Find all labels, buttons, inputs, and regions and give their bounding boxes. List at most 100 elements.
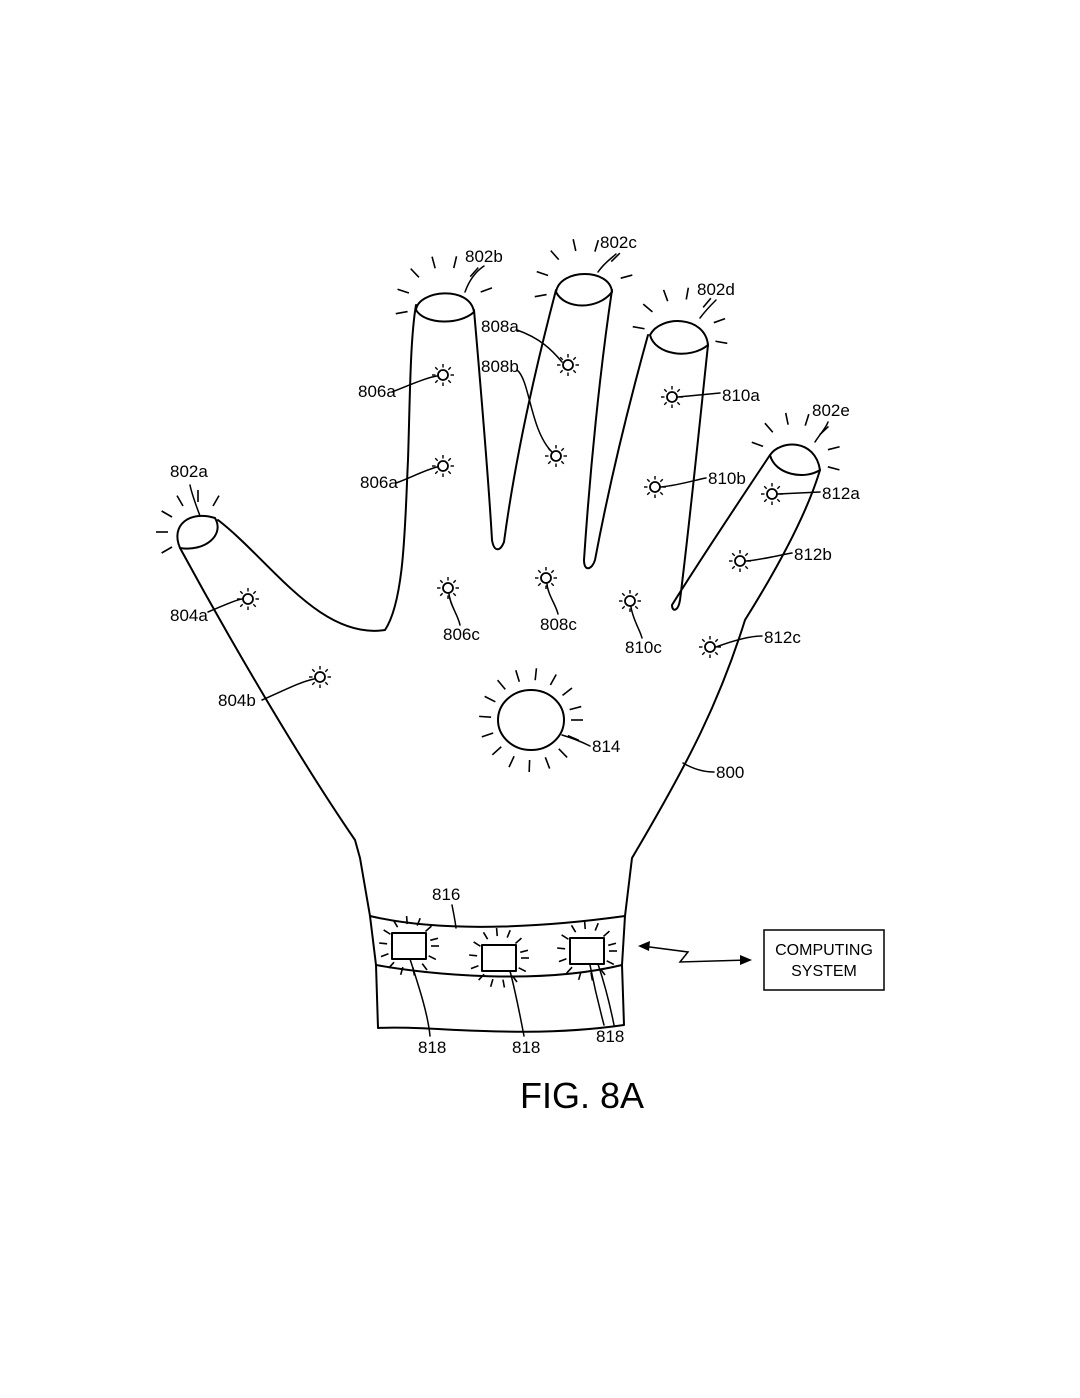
- ray: [481, 732, 494, 738]
- ray: [469, 954, 478, 957]
- ray: [714, 638, 719, 643]
- ray: [544, 757, 551, 769]
- ray: [239, 603, 244, 608]
- ray: [569, 705, 582, 711]
- label-802a: 802a: [170, 462, 208, 481]
- ray: [646, 491, 651, 496]
- arrowhead-left: [638, 941, 650, 951]
- ray: [572, 369, 577, 374]
- ray: [388, 961, 395, 969]
- label-804a: 804a: [170, 606, 208, 625]
- ray: [311, 681, 316, 686]
- ray: [610, 252, 621, 263]
- ray: [439, 592, 444, 597]
- ray: [713, 317, 726, 324]
- ray: [558, 958, 567, 963]
- label-806a-lower: 806a: [360, 473, 398, 492]
- ray: [452, 256, 458, 269]
- ray: [508, 755, 515, 768]
- label-808c: 808c: [540, 615, 577, 634]
- light-bulb-icon: [734, 555, 746, 567]
- light-bulb-icon: [540, 572, 552, 584]
- arrowhead-right: [740, 955, 752, 965]
- ray: [550, 582, 555, 587]
- label-808a: 808a: [481, 317, 519, 336]
- light-rays: [156, 239, 840, 988]
- leader-lines: [189, 253, 829, 1037]
- light-icon: [729, 550, 751, 572]
- ray: [559, 369, 564, 374]
- ray: [410, 268, 420, 278]
- ray: [434, 366, 439, 371]
- light-bulb-icon: [649, 481, 661, 493]
- ray: [784, 412, 789, 425]
- ray: [646, 478, 651, 483]
- ray: [392, 919, 399, 928]
- ray: [537, 582, 542, 587]
- ray: [452, 592, 457, 597]
- light-icon: [432, 455, 454, 477]
- ray: [239, 590, 244, 595]
- ray: [470, 965, 479, 970]
- ray: [161, 510, 173, 518]
- computing-system-line1: COMPUTING: [775, 942, 873, 959]
- ray: [602, 930, 610, 938]
- ray: [416, 917, 421, 926]
- label-802e: 802e: [812, 401, 850, 420]
- thumb-tip: [176, 514, 219, 550]
- ray: [383, 929, 391, 935]
- ray: [827, 466, 840, 471]
- ray: [434, 470, 439, 475]
- light-bulb-icon: [666, 391, 678, 403]
- ray: [634, 605, 639, 610]
- ray: [518, 967, 527, 973]
- ray: [424, 925, 432, 933]
- ray: [751, 441, 764, 448]
- label-818-middle: 818: [512, 1038, 540, 1057]
- ray: [566, 966, 573, 974]
- ray: [744, 565, 749, 570]
- label-814: 814: [592, 737, 620, 756]
- ray: [572, 239, 577, 252]
- light-bulb-icon: [550, 450, 562, 462]
- ray: [621, 592, 626, 597]
- ray: [473, 941, 481, 947]
- figure-title: FIG. 8A: [520, 1075, 644, 1116]
- cuff: [375, 964, 625, 1033]
- label-806a-upper: 806a: [358, 382, 396, 401]
- ray: [549, 674, 557, 686]
- pinky-tip: [769, 443, 821, 476]
- ray: [534, 668, 538, 681]
- light-icon: [619, 590, 641, 612]
- ray: [763, 498, 768, 503]
- ray: [659, 491, 664, 496]
- ray: [764, 422, 774, 433]
- ray: [478, 973, 485, 981]
- label-818-left: 818: [418, 1038, 446, 1057]
- ray: [662, 289, 669, 302]
- ray: [311, 668, 316, 673]
- light-bulb-icon: [437, 369, 449, 381]
- ray: [547, 460, 552, 465]
- light-bulb-icon: [314, 671, 326, 683]
- label-802d: 802d: [697, 280, 735, 299]
- label-800: 800: [716, 763, 744, 782]
- ray: [701, 651, 706, 656]
- ray: [776, 485, 781, 490]
- ray: [550, 569, 555, 574]
- ray: [561, 934, 569, 940]
- ray: [663, 401, 668, 406]
- ray: [212, 495, 220, 507]
- ray: [399, 966, 404, 976]
- label-816: 816: [432, 885, 460, 904]
- ray: [479, 715, 492, 719]
- ray: [676, 401, 681, 406]
- light-bulb-icon: [562, 359, 574, 371]
- ray: [583, 921, 587, 930]
- ray: [608, 942, 617, 947]
- ray: [534, 293, 547, 298]
- ray: [804, 413, 810, 426]
- ray: [379, 942, 388, 945]
- wristband-light-2: [481, 944, 517, 972]
